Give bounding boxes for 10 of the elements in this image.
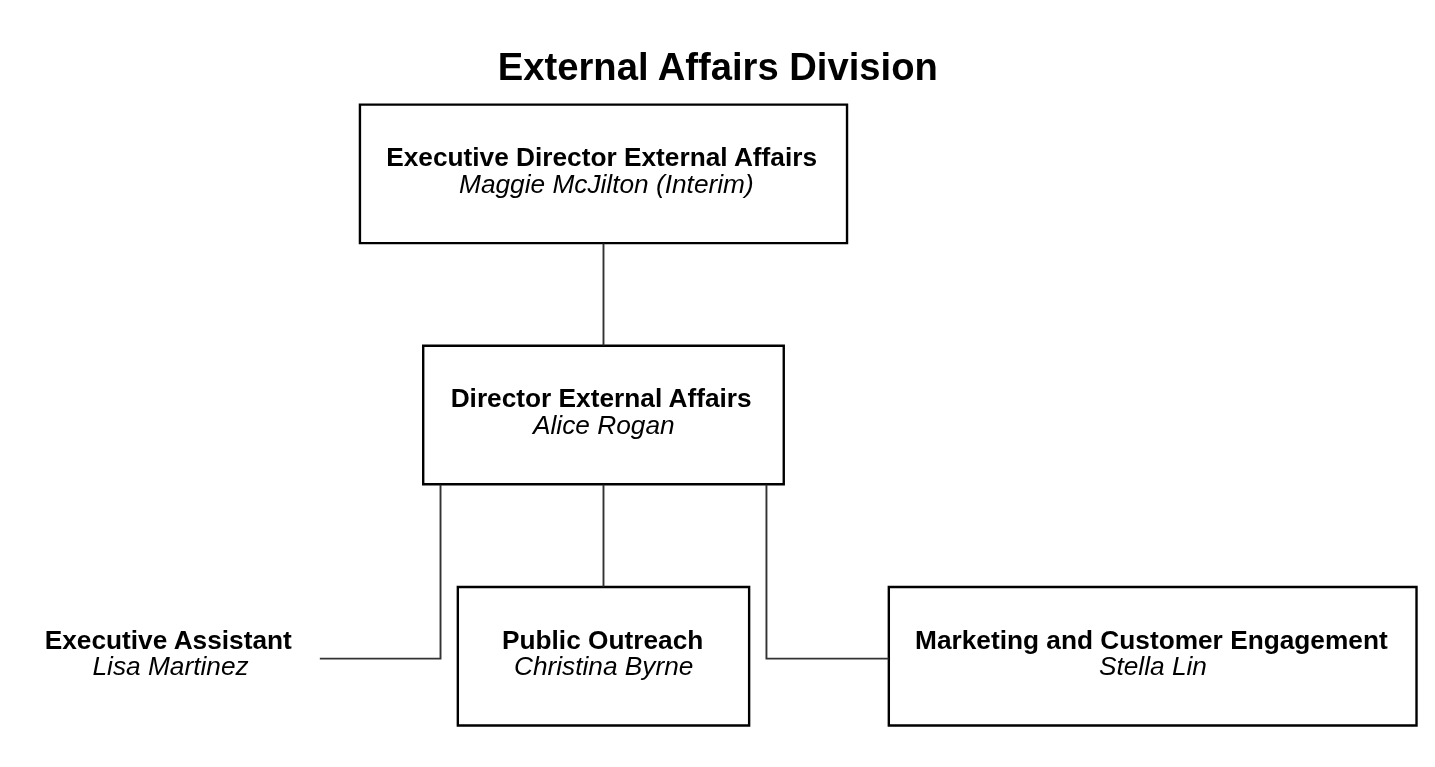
node-box: Marketing and Customer Engagement Stella Lin <box>887 585 1418 727</box>
connector <box>602 242 605 346</box>
diagram-title: External Affairs Division <box>497 44 938 88</box>
connector <box>765 483 890 660</box>
connector <box>318 483 442 660</box>
connector <box>602 483 605 588</box>
node-text: Executive Assistant Lisa Martinez <box>44 624 292 681</box>
node-box: Public Outreach Christina Byrne <box>456 585 751 727</box>
node-box: Director External Affairs Alice Rogan <box>422 344 785 485</box>
node-box: Executive Director External Affairs Maggie McJilton (Interim) <box>358 102 849 244</box>
